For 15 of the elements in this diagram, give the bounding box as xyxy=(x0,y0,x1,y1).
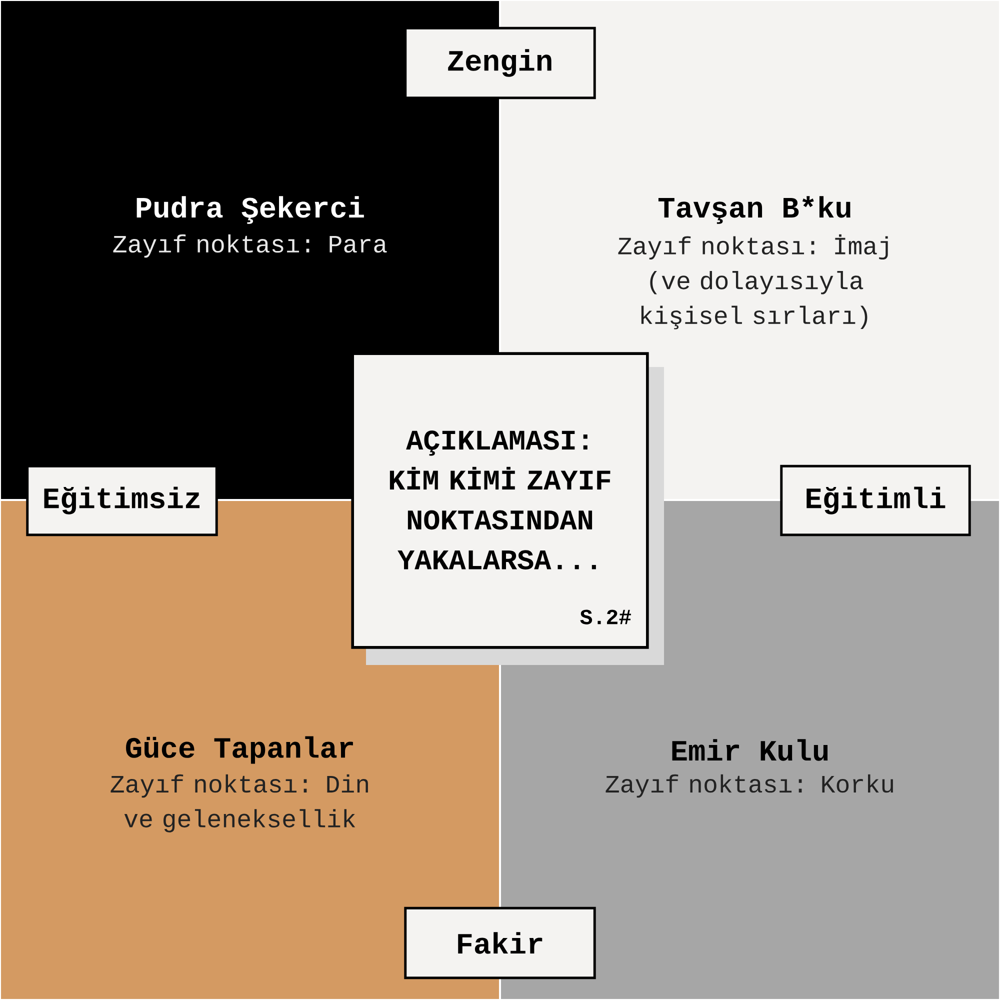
weakness-text: Zayıf noktası: Korku xyxy=(606,774,893,798)
weakness-text: Zayıf noktası: İmaj (ve dolayısıyla kişisel sırları) xyxy=(618,234,888,330)
weakness-text: Zayıf noktası: Para xyxy=(113,234,387,258)
name-heading: Güce Tapanlar xyxy=(126,736,353,764)
name-heading: Pudra Şekerci xyxy=(136,196,364,224)
card-title: AÇIKLAMASI: KİM KİMİ ZAYIF NOKTASINDAN YAKALARSA... xyxy=(390,430,610,570)
title-card xyxy=(351,352,649,649)
axis-label: Fakir xyxy=(404,906,596,980)
name-heading: Emir Kulu xyxy=(672,739,828,761)
axis-label: Eğitimli xyxy=(780,464,971,536)
name-heading: Tavşan B*ku xyxy=(658,196,850,224)
weakness-text: Zayıf noktası: Din ve geleneksellik xyxy=(110,774,368,832)
page-number: S.2# xyxy=(580,610,631,624)
axis-label: Eğitimsiz xyxy=(26,464,218,536)
axis-label: Zengin xyxy=(404,26,596,100)
